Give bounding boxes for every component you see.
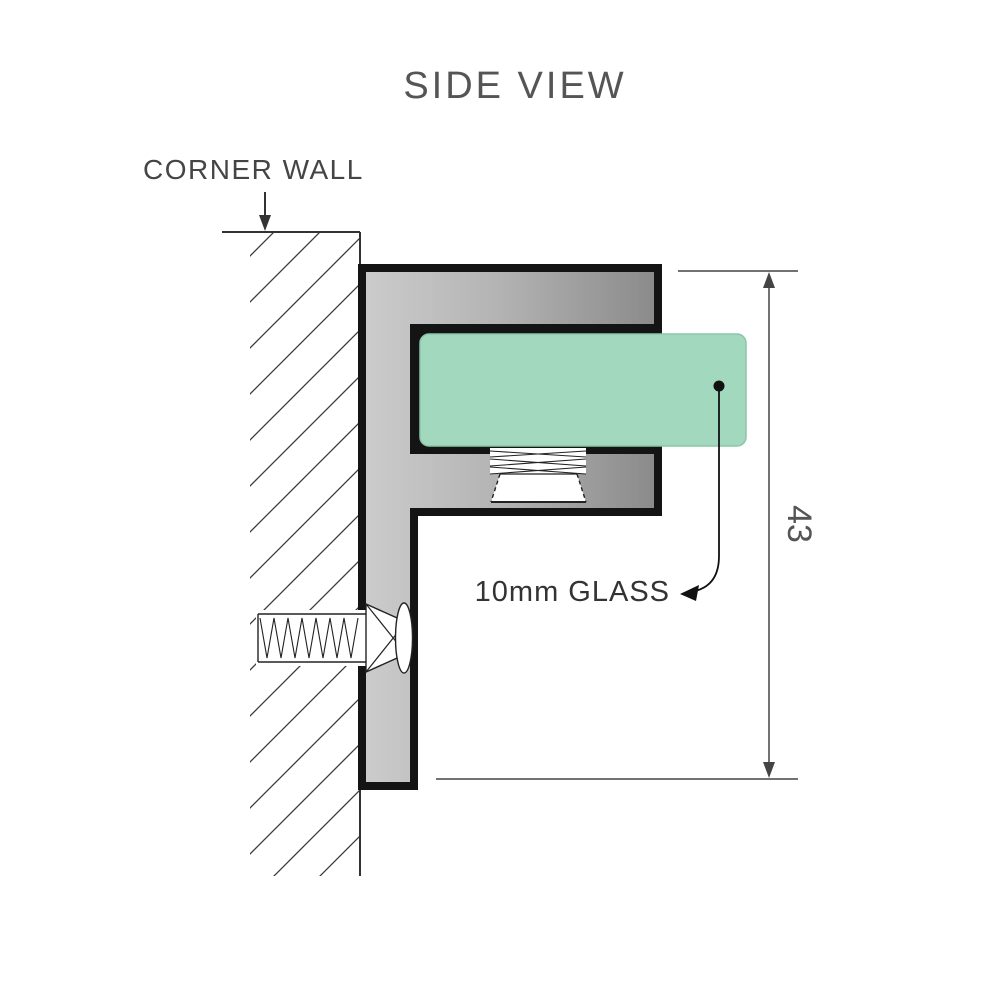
dimension-value: 43 (780, 505, 818, 543)
dimension-arrow-top-icon (763, 272, 775, 288)
page-title: SIDE VIEW (403, 65, 626, 107)
glass-panel (419, 333, 747, 447)
grub-screw (489, 448, 587, 503)
dimension-43: 43 (436, 270, 818, 780)
glass-leader-dot (713, 380, 725, 392)
glass-label: 10mm GLASS (475, 576, 670, 608)
glass-callout: 10mm GLASS (475, 380, 725, 608)
glass-leader-line (694, 391, 720, 592)
glass-leader-arrow-icon (680, 585, 699, 601)
dimension-arrow-bottom-icon (763, 762, 775, 778)
wall-hatching (250, 232, 360, 876)
wall-screw (256, 602, 414, 674)
corner-wall-arrow (259, 192, 271, 231)
corner-wall-label: CORNER WALL (143, 154, 364, 185)
